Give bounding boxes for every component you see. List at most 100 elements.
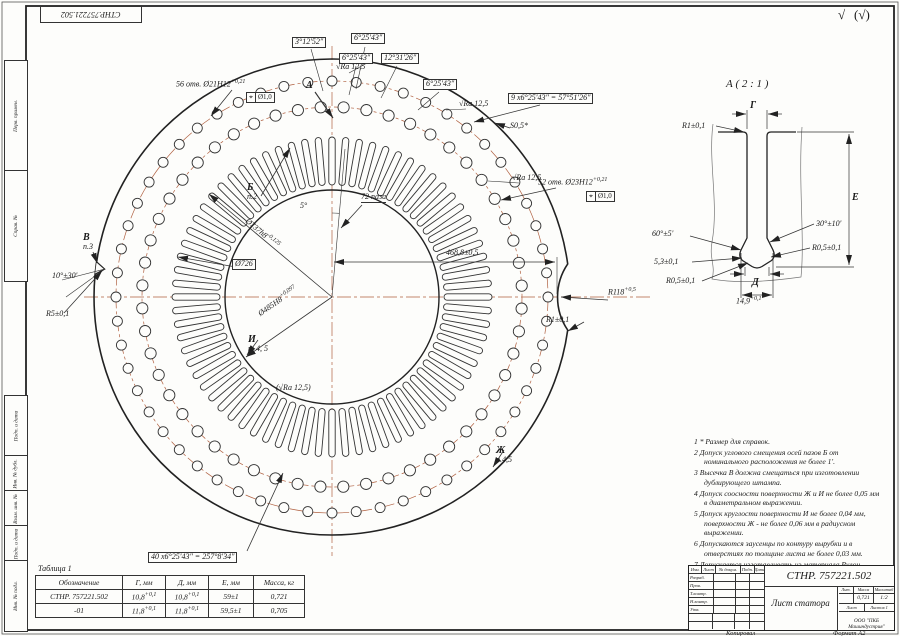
vent-hole-21 [278,80,290,92]
stator-slot [173,266,223,281]
position-symbol: ⌖ [247,93,256,102]
dim-angle-sum-9: 9 х6°25'43″ = 57°51'26″ [508,93,594,104]
stator-slot [409,374,447,412]
stator-slot [249,393,279,437]
vent-hole-21 [157,426,169,438]
stator-slot [301,406,316,456]
stator-slot [176,323,225,342]
vent-hole-23 [227,128,240,141]
vent-hole-21 [509,406,521,418]
vent-hole-23 [139,256,152,269]
vent-hole-23 [139,325,152,338]
vent-hole-23 [144,347,157,360]
vent-hole-23 [488,389,501,402]
technical-notes: 1 * Размер для справок. 2 Допуск угловог… [694,437,884,580]
vent-hole-23 [152,368,165,381]
vent-hole-21 [211,474,223,486]
stator-slot [287,141,306,190]
note-2: 2 Допуск углового смещения осей пазов Б … [694,447,839,467]
vent-hole-23 [404,117,417,130]
vent-hole-21 [541,267,553,279]
vent-hole-23 [443,440,456,453]
stator-slot [385,157,415,201]
stator-slot [367,401,390,448]
vent-hole-21 [111,267,123,279]
vent-holes-outer [110,75,554,519]
vent-hole-23 [176,173,189,186]
vent-hole-23 [152,212,165,225]
vent-hole-23 [337,101,350,114]
stator-slot [199,359,242,391]
holes-52-callout: 52 отв. Ø23Н12+0,21 [538,177,608,187]
roughness-mark-2: √Ra 12,5 [459,99,489,108]
dim-angle-sum-40: 40 х6°25'43″ = 257°8'34″ [148,552,238,563]
stator-slot [422,359,465,391]
detail-angle-30: 30°±10' [816,219,842,228]
stator-slot [217,374,255,412]
vent-hole-23 [163,192,176,205]
detail-dim-149: 14,9+0,1 [736,296,762,306]
vent-hole-21 [326,75,338,87]
stator-slot [249,157,279,201]
stator-slot [441,313,491,328]
col-designation: Обозначение [35,575,123,590]
stator-slot [186,227,232,252]
title-block-right-grid: Лит. Масса Масштаб 0,721 1:2 Лист Листов… [839,586,894,630]
stator-slot [377,151,402,197]
vent-hole-21 [530,362,542,374]
stator-slot [367,146,390,193]
stator-slot [436,332,483,355]
vent-hole-21 [397,495,409,507]
title-block-role-row: Утв. [689,606,764,614]
view-a-marker: А [306,80,313,91]
vent-hole-21 [211,108,223,120]
stator-slot [181,332,228,355]
vent-hole-23 [247,464,260,477]
vent-hole-21 [326,507,338,519]
stator-slot [338,408,350,457]
stator-slot [208,367,248,402]
vent-hole-23 [314,101,327,114]
vent-hole-21 [191,460,203,472]
detail-a-linework [689,110,854,298]
stator-slot [358,404,377,453]
note-3: 3 Высечка В должна смещаться при изготов… [694,468,860,487]
vent-hole-21 [232,486,244,498]
vent-hole-21 [441,108,453,120]
detail-a-title: А ( 2 : 1 ) [726,78,769,90]
stator-slot [409,182,447,220]
vent-hole-21 [530,220,542,232]
stator-slot [227,173,262,213]
stator-slot [416,192,456,227]
stator-slot [181,239,228,262]
table-row: -01 11,8+0,1 11,8+0,1 59,5±1 0,705 [35,603,305,618]
drawing-designation: СТНР. 757221.502 [764,566,894,587]
stator-slot [436,239,483,262]
vent-hole-21 [191,122,203,134]
vent-hole-21 [479,138,491,150]
stator-slot [314,137,326,186]
dim-angle-box-4: 12°31'26″ [381,53,420,64]
stator-slot [422,203,465,235]
vent-hole-23 [512,256,525,269]
dim-dia-726: Ø726 [232,259,256,270]
stator-slot [443,279,492,291]
stator-slot [176,252,225,271]
vent-hole-23 [337,480,350,493]
position-tolerance-frame-2: ⌖Ø1,0 [586,191,615,202]
vent-hole-23 [360,104,373,117]
mass-value: 0,721 [854,594,874,603]
detail-dim-g: Г [750,100,757,111]
col-d: Д, мм [165,575,209,590]
detail-r1: R1±0,1 [682,121,706,130]
vent-hole-21 [143,176,155,188]
surface-finish-mark: √ [838,7,846,22]
note-6: 6 Допускаются заусенцы по контуру вырубк… [694,539,863,558]
stator-slot [192,350,236,380]
dim-slot-count: 72 паза [361,192,387,203]
vent-hole-23 [314,480,327,493]
stator-slot [301,138,316,188]
